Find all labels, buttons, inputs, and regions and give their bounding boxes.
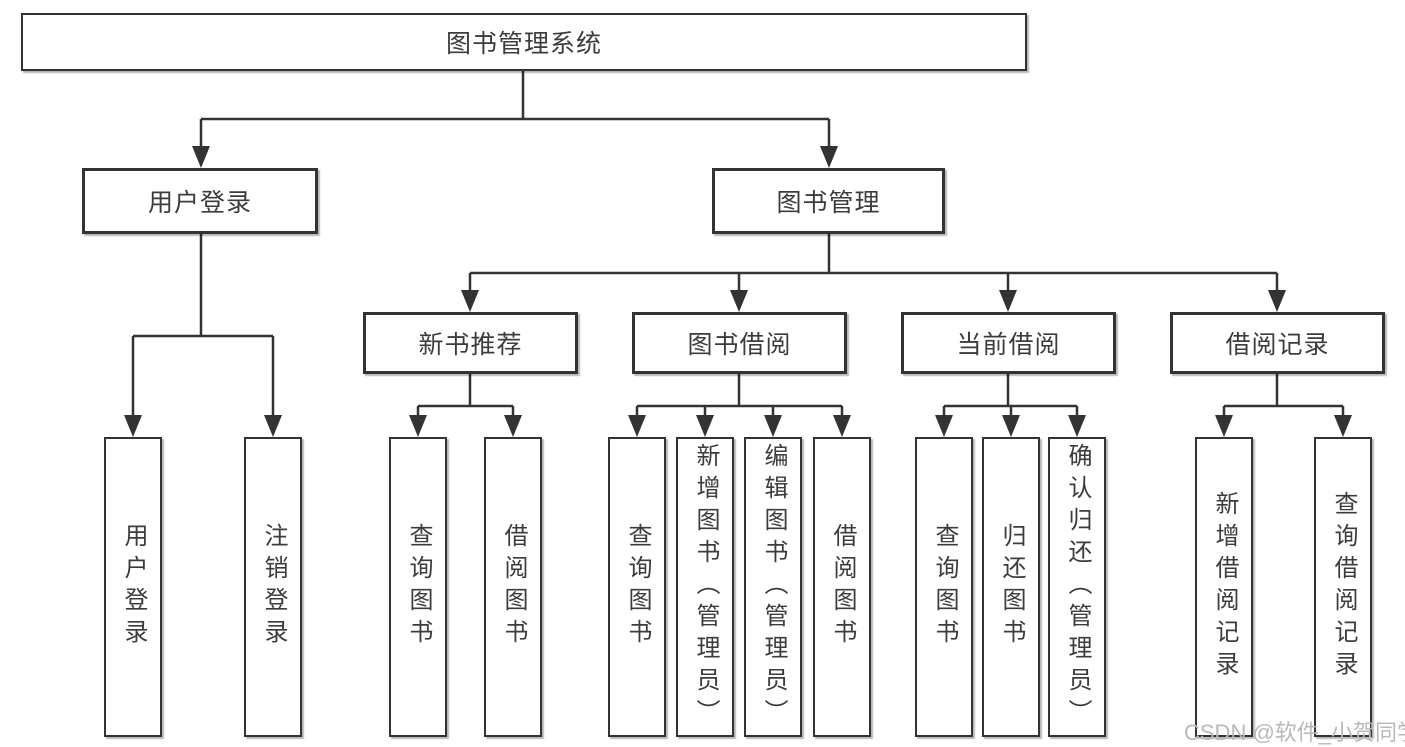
node-book-borrow-label: 图书借阅	[687, 331, 792, 359]
leaf-borrow-query-books: 查询图书	[608, 437, 666, 737]
leaf-return-books-label: 归还图书	[998, 523, 1025, 651]
node-root-label: 图书管理系统	[445, 30, 602, 58]
node-new-book-recommend: 新书推荐	[363, 312, 578, 374]
node-user-login: 用户登录	[82, 168, 318, 234]
leaf-user-login: 用户登录	[104, 437, 162, 737]
leaf-return-books: 归还图书	[982, 437, 1040, 737]
leaf-add-borrow-record: 新增借阅记录	[1195, 437, 1253, 737]
node-current-borrow: 当前借阅	[901, 312, 1116, 374]
leaf-logout-label: 注销登录	[260, 523, 287, 651]
leaf-edit-books-admin: 编辑图书（管理员）	[744, 437, 802, 737]
leaf-add-books-admin: 新增图书（管理员）	[676, 437, 734, 737]
leaf-query-borrow-record: 查询借阅记录	[1314, 437, 1372, 737]
node-book-management: 图书管理	[712, 168, 945, 234]
node-user-login-label: 用户登录	[147, 189, 252, 217]
node-new-book-recommend-label: 新书推荐	[418, 331, 523, 359]
node-current-borrow-label: 当前借阅	[956, 331, 1061, 359]
leaf-user-login-label: 用户登录	[120, 523, 147, 651]
leaf-query-borrow-record-label: 查询借阅记录	[1330, 491, 1357, 683]
leaf-recommend-borrow-books-label: 借阅图书	[500, 523, 527, 651]
leaf-current-query-books-label: 查询图书	[931, 523, 958, 651]
leaf-logout: 注销登录	[244, 437, 302, 737]
node-borrow-records: 借阅记录	[1170, 312, 1385, 374]
node-book-borrow: 图书借阅	[632, 312, 847, 374]
leaf-borrow-query-books-label: 查询图书	[624, 523, 651, 651]
leaf-borrow-borrow-books: 借阅图书	[813, 437, 871, 737]
node-borrow-records-label: 借阅记录	[1225, 331, 1330, 359]
leaf-recommend-borrow-books: 借阅图书	[484, 437, 542, 737]
leaf-add-borrow-record-label: 新增借阅记录	[1211, 491, 1238, 683]
leaf-borrow-borrow-books-label: 借阅图书	[829, 523, 856, 651]
csdn-watermark: CSDN @软件_小贺同学	[1184, 720, 1405, 745]
leaf-recommend-query-books: 查询图书	[389, 437, 447, 737]
leaf-confirm-return-admin: 确认归还（管理员）	[1048, 437, 1106, 737]
leaf-edit-books-admin-label: 编辑图书（管理员）	[760, 443, 787, 731]
leaf-recommend-query-books-label: 查询图书	[405, 523, 432, 651]
leaf-current-query-books: 查询图书	[915, 437, 973, 737]
node-book-management-label: 图书管理	[776, 189, 881, 217]
node-root-library-system: 图书管理系统	[21, 13, 1027, 71]
leaf-confirm-return-admin-label: 确认归还（管理员）	[1064, 443, 1091, 731]
leaf-add-books-admin-label: 新增图书（管理员）	[692, 443, 719, 731]
